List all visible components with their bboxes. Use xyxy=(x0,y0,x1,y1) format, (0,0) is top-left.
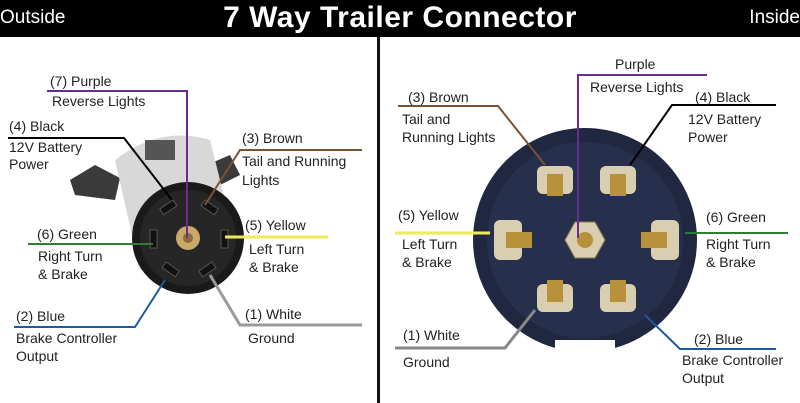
inside-pin1-color: (1) White xyxy=(403,327,460,343)
inside-socket-illustration xyxy=(473,128,697,354)
page-title: 7 Way Trailer Connector xyxy=(223,1,577,34)
outside-pin4-color: (4) Black xyxy=(9,118,65,134)
inside-pin5-function: Left Turn xyxy=(402,236,458,252)
inside-pin1-function: Ground xyxy=(403,354,450,370)
outside-plug-illustration xyxy=(70,135,244,294)
inside-pin2-color: (2) Blue xyxy=(694,331,744,347)
inside-pin3-color: (3) Brown xyxy=(408,89,469,105)
outside-pin4-function: 12V Battery xyxy=(9,139,83,155)
panel-divider xyxy=(377,37,380,403)
outside-pin3-color: (3) Brown xyxy=(242,130,303,146)
inside-pin7-function: Reverse Lights xyxy=(590,79,684,95)
outside-pin5-function: Left Turn xyxy=(249,241,305,257)
inside-pin6-function: Right Turn xyxy=(706,236,771,252)
outside-pin5-function-2: & Brake xyxy=(249,259,299,275)
inside-pin3-function: Tail and xyxy=(402,111,451,127)
inside-pin6-function-2: & Brake xyxy=(706,254,756,270)
outside-pin2-function: Brake Controller xyxy=(16,330,118,346)
outside-pin2-color: (2) Blue xyxy=(16,308,66,324)
inside-wire-leaders xyxy=(395,74,788,350)
outside-pin1-color: (1) White xyxy=(245,306,302,322)
inside-pin4-function: 12V Battery xyxy=(688,111,762,127)
outside-pin7-function: Reverse Lights xyxy=(52,93,146,109)
outside-pin3-function: Tail and Running xyxy=(242,153,347,169)
inside-pin4-color: (4) Black xyxy=(695,89,751,105)
inside-pin5-function-2: & Brake xyxy=(402,254,452,270)
inside-pin7-color: Purple xyxy=(615,56,656,72)
inside-pin5-color: (5) Yellow xyxy=(398,207,459,223)
inside-pin2-function: Brake Controller xyxy=(682,352,784,368)
outside-pin7-color: (7) Purple xyxy=(50,73,112,89)
outside-pin6-function: Right Turn xyxy=(38,248,103,264)
inside-pin2-function-2: Output xyxy=(682,370,725,386)
outside-pin4-function-2: Power xyxy=(9,156,49,172)
inside-label: Inside xyxy=(749,7,800,28)
outside-pin3-function-2: Lights xyxy=(242,172,280,188)
outside-pin2-function-2: Output xyxy=(16,348,59,364)
inside-pin4-function-2: Power xyxy=(688,129,728,145)
outside-pin6-function-2: & Brake xyxy=(38,266,88,282)
header-bar: Outside 7 Way Trailer Connector Inside xyxy=(0,0,800,37)
outside-pin6-color: (6) Green xyxy=(37,226,97,242)
outside-label: Outside xyxy=(0,7,66,28)
outside-pin1-function: Ground xyxy=(248,330,295,346)
inside-pin6-color: (6) Green xyxy=(706,209,766,225)
outside-wire-leaders xyxy=(8,90,362,328)
outside-pin5-color: (5) Yellow xyxy=(245,217,306,233)
inside-pin3-function-2: Running Lights xyxy=(402,129,496,145)
